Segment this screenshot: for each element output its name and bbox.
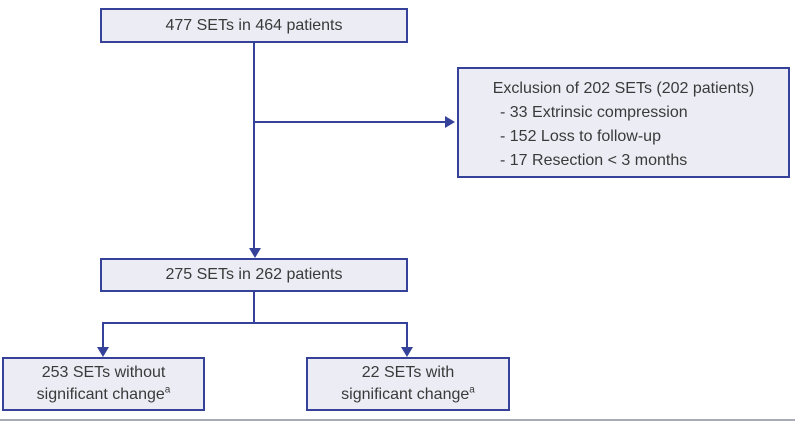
arrowhead-down-middle-icon bbox=[249, 248, 261, 258]
exclusion-heading: Exclusion of 202 SETs (202 patients) bbox=[492, 80, 755, 97]
arrowhead-down-right-icon bbox=[401, 347, 413, 357]
node-included-sets-label: 275 SETs in 262 patients bbox=[165, 266, 343, 283]
branch-line bbox=[102, 322, 408, 324]
node-with-significant-change: 22 SETs with significant changea bbox=[306, 357, 510, 411]
exclusion-item: - 152 Loss to follow-up bbox=[500, 128, 661, 145]
footnote-marker: a bbox=[164, 384, 171, 396]
node-with-significant-change-label: 22 SETs with significant changea bbox=[341, 362, 475, 406]
node-total-sets: 477 SETs in 464 patients bbox=[100, 8, 408, 43]
footnote-marker: a bbox=[469, 384, 475, 396]
label-line1: 253 SETs without bbox=[41, 364, 166, 381]
node-included-sets: 275 SETs in 262 patients bbox=[100, 258, 408, 292]
node-exclusion: Exclusion of 202 SETs (202 patients) - 3… bbox=[457, 67, 790, 178]
arrowhead-right-exclusion-icon bbox=[445, 116, 455, 128]
label-line2: significant changea bbox=[341, 384, 475, 403]
connector-branch-left bbox=[102, 322, 104, 348]
connector-to-exclusion bbox=[254, 121, 446, 123]
exclusion-item: - 17 Resection < 3 months bbox=[500, 152, 688, 169]
connector-top-to-middle bbox=[253, 43, 255, 248]
label-line2: significant changea bbox=[36, 384, 171, 403]
figure-bottom-rule bbox=[0, 419, 795, 421]
node-total-sets-label: 477 SETs in 464 patients bbox=[165, 16, 343, 34]
arrowhead-down-left-icon bbox=[97, 347, 109, 357]
exclusion-item: - 33 Extrinsic compression bbox=[500, 104, 688, 121]
connector-branch-right bbox=[406, 322, 408, 348]
node-without-significant-change: 253 SETs without significant changea bbox=[2, 357, 205, 411]
node-without-significant-change-label: 253 SETs without significant changea bbox=[37, 362, 171, 406]
label-line1: 22 SETs with bbox=[361, 364, 455, 381]
connector-middle-to-branch bbox=[253, 292, 255, 323]
